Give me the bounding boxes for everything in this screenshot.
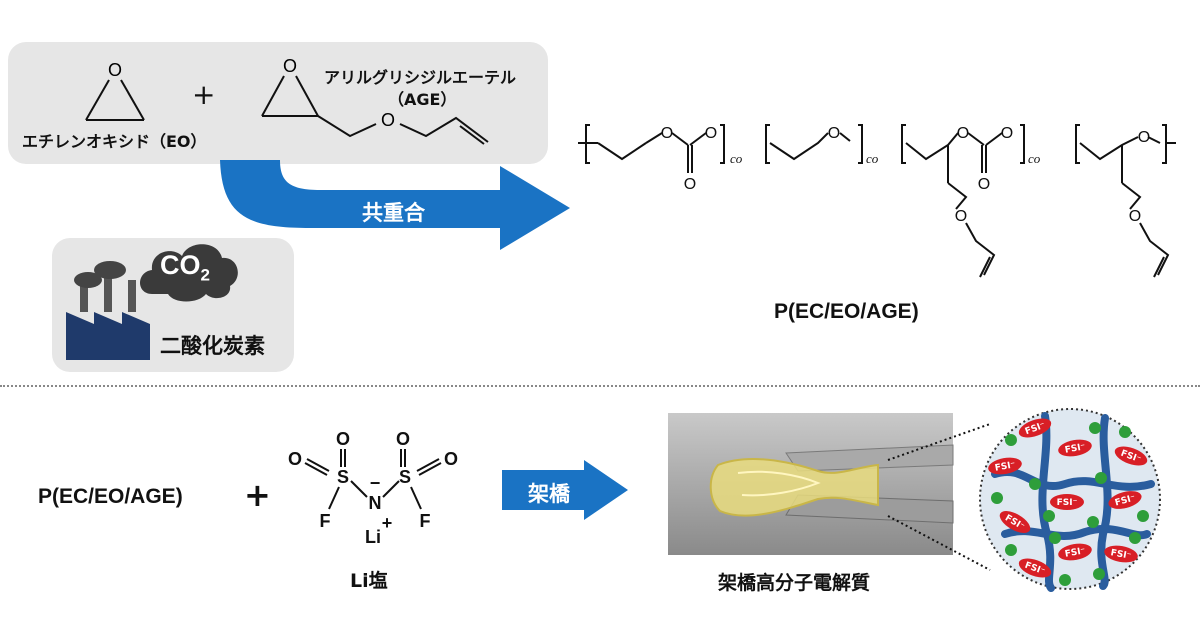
polymer-o-3: O xyxy=(684,176,696,193)
polymer-o-1: O xyxy=(661,125,673,142)
lifsi-n-minus: − xyxy=(370,473,381,493)
polymer-o-10: O xyxy=(1129,208,1141,225)
crosslinking-arrow xyxy=(502,460,628,520)
fsi-ion-label: FSI⁻ xyxy=(1110,548,1132,561)
polymer-o-8: O xyxy=(955,208,967,225)
monomer-plus: + xyxy=(192,78,216,111)
polymer-structure: O O O O O O O O O O co co co xyxy=(578,124,1176,278)
polymer-name-bottom: P(EC/EO/AGE) xyxy=(38,485,183,508)
eo-label: エチレンオキシド（EO） xyxy=(22,132,207,151)
lifsi-o-1: O xyxy=(288,449,302,469)
product-label: 架橋高分子電解質 xyxy=(718,572,871,594)
fsi-ion-label: FSI⁻ xyxy=(1064,442,1086,455)
lifsi-f-2: F xyxy=(420,511,431,531)
co2-cloud-icon xyxy=(140,244,238,302)
li-ions xyxy=(991,422,1149,586)
monomer-panel xyxy=(8,42,548,164)
factory-icon xyxy=(66,261,150,360)
allyl-glycidyl-ether-structure: O O xyxy=(261,56,489,145)
zoom-lines xyxy=(887,423,991,571)
fsi-ion-label: FSI⁻ xyxy=(1057,498,1078,508)
age-epoxide-oxygen: O xyxy=(283,56,297,76)
lifsi-li-plus: + xyxy=(382,513,393,533)
lifsi-structure: O O S F N − O S O F Li + xyxy=(288,429,458,547)
lifsi-o-4: O xyxy=(444,449,458,469)
li-salt-label: Li塩 xyxy=(350,570,388,592)
copolymerization-arrow xyxy=(220,160,570,250)
electrolyte-photo xyxy=(668,413,954,555)
lifsi-o-2: O xyxy=(336,429,350,449)
crosslinking-label: 架橋 xyxy=(528,482,570,506)
eo-oxygen: O xyxy=(108,60,122,80)
polymer-o-9: O xyxy=(1138,129,1150,146)
co2-main: CO xyxy=(160,250,201,280)
ethylene-oxide-structure: O xyxy=(85,60,145,121)
polymer-o-6: O xyxy=(1001,125,1013,142)
polymer-o-7: O xyxy=(978,176,990,193)
section-divider xyxy=(0,385,1200,387)
lifsi-f-1: F xyxy=(320,511,331,531)
age-label-line1: アリルグリシジルエーテル xyxy=(324,68,517,87)
polymer-o-5: O xyxy=(957,125,969,142)
age-ether-oxygen: O xyxy=(381,110,395,130)
co-label-2: co xyxy=(866,151,879,166)
lifsi-s-2: S xyxy=(399,467,411,487)
polymer-name-top: P(EC/EO/AGE) xyxy=(774,300,919,323)
co2-formula: CO2 xyxy=(160,250,210,285)
lifsi-li: Li xyxy=(365,527,381,547)
fsi-ions: FSI⁻ FSI⁻ FSI⁻ FSI⁻ FSI⁻ FSI⁻ FSI⁻ FSI⁻ … xyxy=(988,418,1148,578)
lifsi-o-3: O xyxy=(396,429,410,449)
co2-subscript: 2 xyxy=(200,265,210,285)
bottom-plus: + xyxy=(244,476,271,514)
co-label-1: co xyxy=(730,151,743,166)
age-label-line2: （AGE） xyxy=(388,90,457,109)
copolymerization-label: 共重合 xyxy=(362,201,425,225)
lifsi-n: N xyxy=(369,493,382,513)
lifsi-s-1: S xyxy=(337,467,349,487)
network-zoom-circle: FSI⁻ FSI⁻ FSI⁻ FSI⁻ FSI⁻ FSI⁻ FSI⁻ FSI⁻ … xyxy=(979,408,1161,592)
fsi-ion-label: FSI⁻ xyxy=(994,460,1016,473)
co-label-3: co xyxy=(1028,151,1041,166)
polymer-o-2: O xyxy=(705,125,717,142)
polymer-o-4: O xyxy=(828,125,840,142)
fsi-ion-label: FSI⁻ xyxy=(1064,546,1086,559)
co2-label: 二酸化炭素 xyxy=(160,334,265,358)
